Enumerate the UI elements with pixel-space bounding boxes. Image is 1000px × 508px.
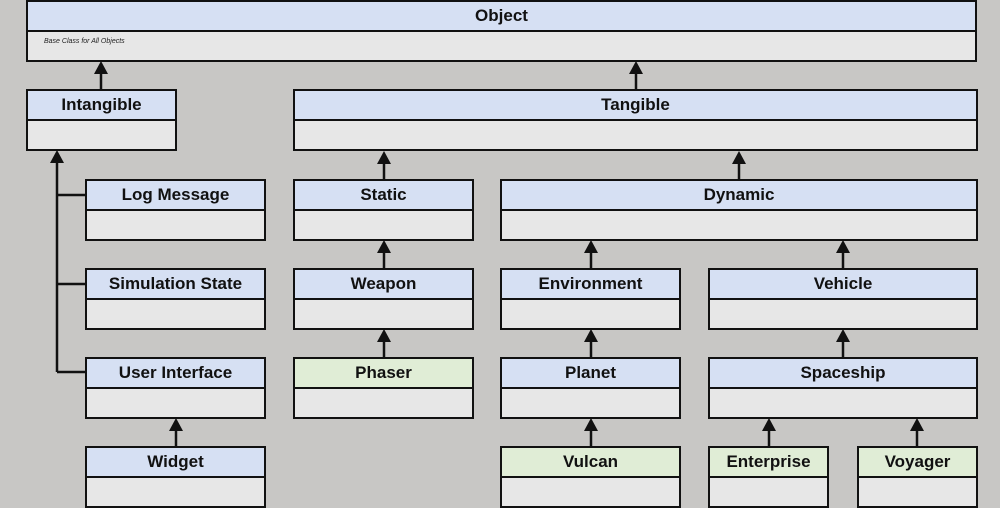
arrowhead: [377, 151, 391, 164]
class-tangible[interactable]: Tangible: [293, 89, 978, 151]
arrowhead: [377, 329, 391, 342]
class-title: Planet: [502, 359, 679, 389]
arrowhead: [910, 418, 924, 431]
arrowhead: [50, 150, 64, 163]
arrowhead: [584, 329, 598, 342]
class-body: [859, 478, 976, 484]
arrowhead: [836, 329, 850, 342]
class-widget[interactable]: Widget: [85, 446, 266, 508]
class-title: Object: [28, 2, 975, 32]
class-phaser[interactable]: Phaser: [293, 357, 474, 419]
class-vehicle[interactable]: Vehicle: [708, 268, 978, 330]
class-intangible[interactable]: Intangible: [26, 89, 177, 151]
class-body: [502, 211, 976, 217]
class-description: Base Class for All Objects: [44, 38, 125, 45]
class-body: [710, 300, 976, 306]
class-body: [295, 300, 472, 306]
class-title: Tangible: [295, 91, 976, 121]
class-title: Log Message: [87, 181, 264, 211]
class-title: Enterprise: [710, 448, 827, 478]
arrowhead: [94, 61, 108, 74]
class-log-message[interactable]: Log Message: [85, 179, 266, 241]
class-body: [710, 389, 976, 395]
class-body: [87, 211, 264, 217]
class-body: [87, 300, 264, 306]
class-body: [28, 121, 175, 127]
class-spaceship[interactable]: Spaceship: [708, 357, 978, 419]
class-body: [502, 478, 679, 484]
class-voyager[interactable]: Voyager: [857, 446, 978, 508]
class-enterprise[interactable]: Enterprise: [708, 446, 829, 508]
class-body: [710, 478, 827, 484]
class-body: [502, 300, 679, 306]
class-title: Dynamic: [502, 181, 976, 211]
class-object[interactable]: Object Base Class for All Objects: [26, 0, 977, 62]
class-title: Widget: [87, 448, 264, 478]
arrowhead: [377, 240, 391, 253]
class-title: Intangible: [28, 91, 175, 121]
class-title: Simulation State: [87, 270, 264, 300]
class-simulation-state[interactable]: Simulation State: [85, 268, 266, 330]
class-body: [87, 389, 264, 395]
arrowhead: [584, 418, 598, 431]
arrowhead: [732, 151, 746, 164]
class-user-interface[interactable]: User Interface: [85, 357, 266, 419]
class-title: Vehicle: [710, 270, 976, 300]
arrowhead: [836, 240, 850, 253]
arrowhead: [169, 418, 183, 431]
class-vulcan[interactable]: Vulcan: [500, 446, 681, 508]
class-static[interactable]: Static: [293, 179, 474, 241]
class-title: Environment: [502, 270, 679, 300]
class-body: [295, 211, 472, 217]
class-weapon[interactable]: Weapon: [293, 268, 474, 330]
arrowhead: [629, 61, 643, 74]
class-planet[interactable]: Planet: [500, 357, 681, 419]
class-title: User Interface: [87, 359, 264, 389]
class-body: [295, 121, 976, 127]
class-title: Phaser: [295, 359, 472, 389]
class-title: Static: [295, 181, 472, 211]
class-dynamic[interactable]: Dynamic: [500, 179, 978, 241]
class-body: [87, 478, 264, 484]
class-title: Vulcan: [502, 448, 679, 478]
arrowhead: [584, 240, 598, 253]
arrowhead: [762, 418, 776, 431]
class-body: [502, 389, 679, 395]
class-environment[interactable]: Environment: [500, 268, 681, 330]
class-title: Weapon: [295, 270, 472, 300]
class-body: [295, 389, 472, 395]
class-title: Voyager: [859, 448, 976, 478]
class-title: Spaceship: [710, 359, 976, 389]
